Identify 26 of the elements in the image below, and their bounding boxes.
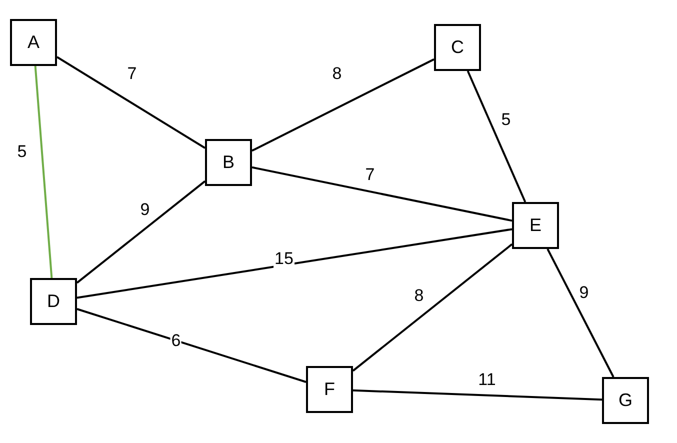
node-box xyxy=(602,377,649,424)
node-label: G xyxy=(618,390,632,411)
edge-label: 15 xyxy=(274,249,294,269)
node-label: D xyxy=(47,291,60,312)
node-label: C xyxy=(451,37,464,58)
node-box xyxy=(434,24,481,71)
connector-line xyxy=(352,243,513,372)
node-label: A xyxy=(27,32,40,53)
connector-line xyxy=(56,56,206,149)
node-label: B xyxy=(222,152,234,173)
node-box xyxy=(205,139,252,186)
connector-line xyxy=(352,389,602,401)
connector-line xyxy=(76,228,512,299)
connector-line xyxy=(252,166,512,222)
connector-line xyxy=(34,66,53,278)
node-box xyxy=(512,202,559,249)
node-label: E xyxy=(529,215,542,236)
node-box xyxy=(30,278,77,325)
connector-line xyxy=(466,70,526,202)
node-box xyxy=(306,366,353,413)
connector-line xyxy=(76,180,206,284)
connector-line xyxy=(546,248,614,378)
connector-line xyxy=(252,58,434,152)
node-box xyxy=(10,19,57,66)
node-label: F xyxy=(324,379,335,400)
connector-line xyxy=(76,308,306,383)
